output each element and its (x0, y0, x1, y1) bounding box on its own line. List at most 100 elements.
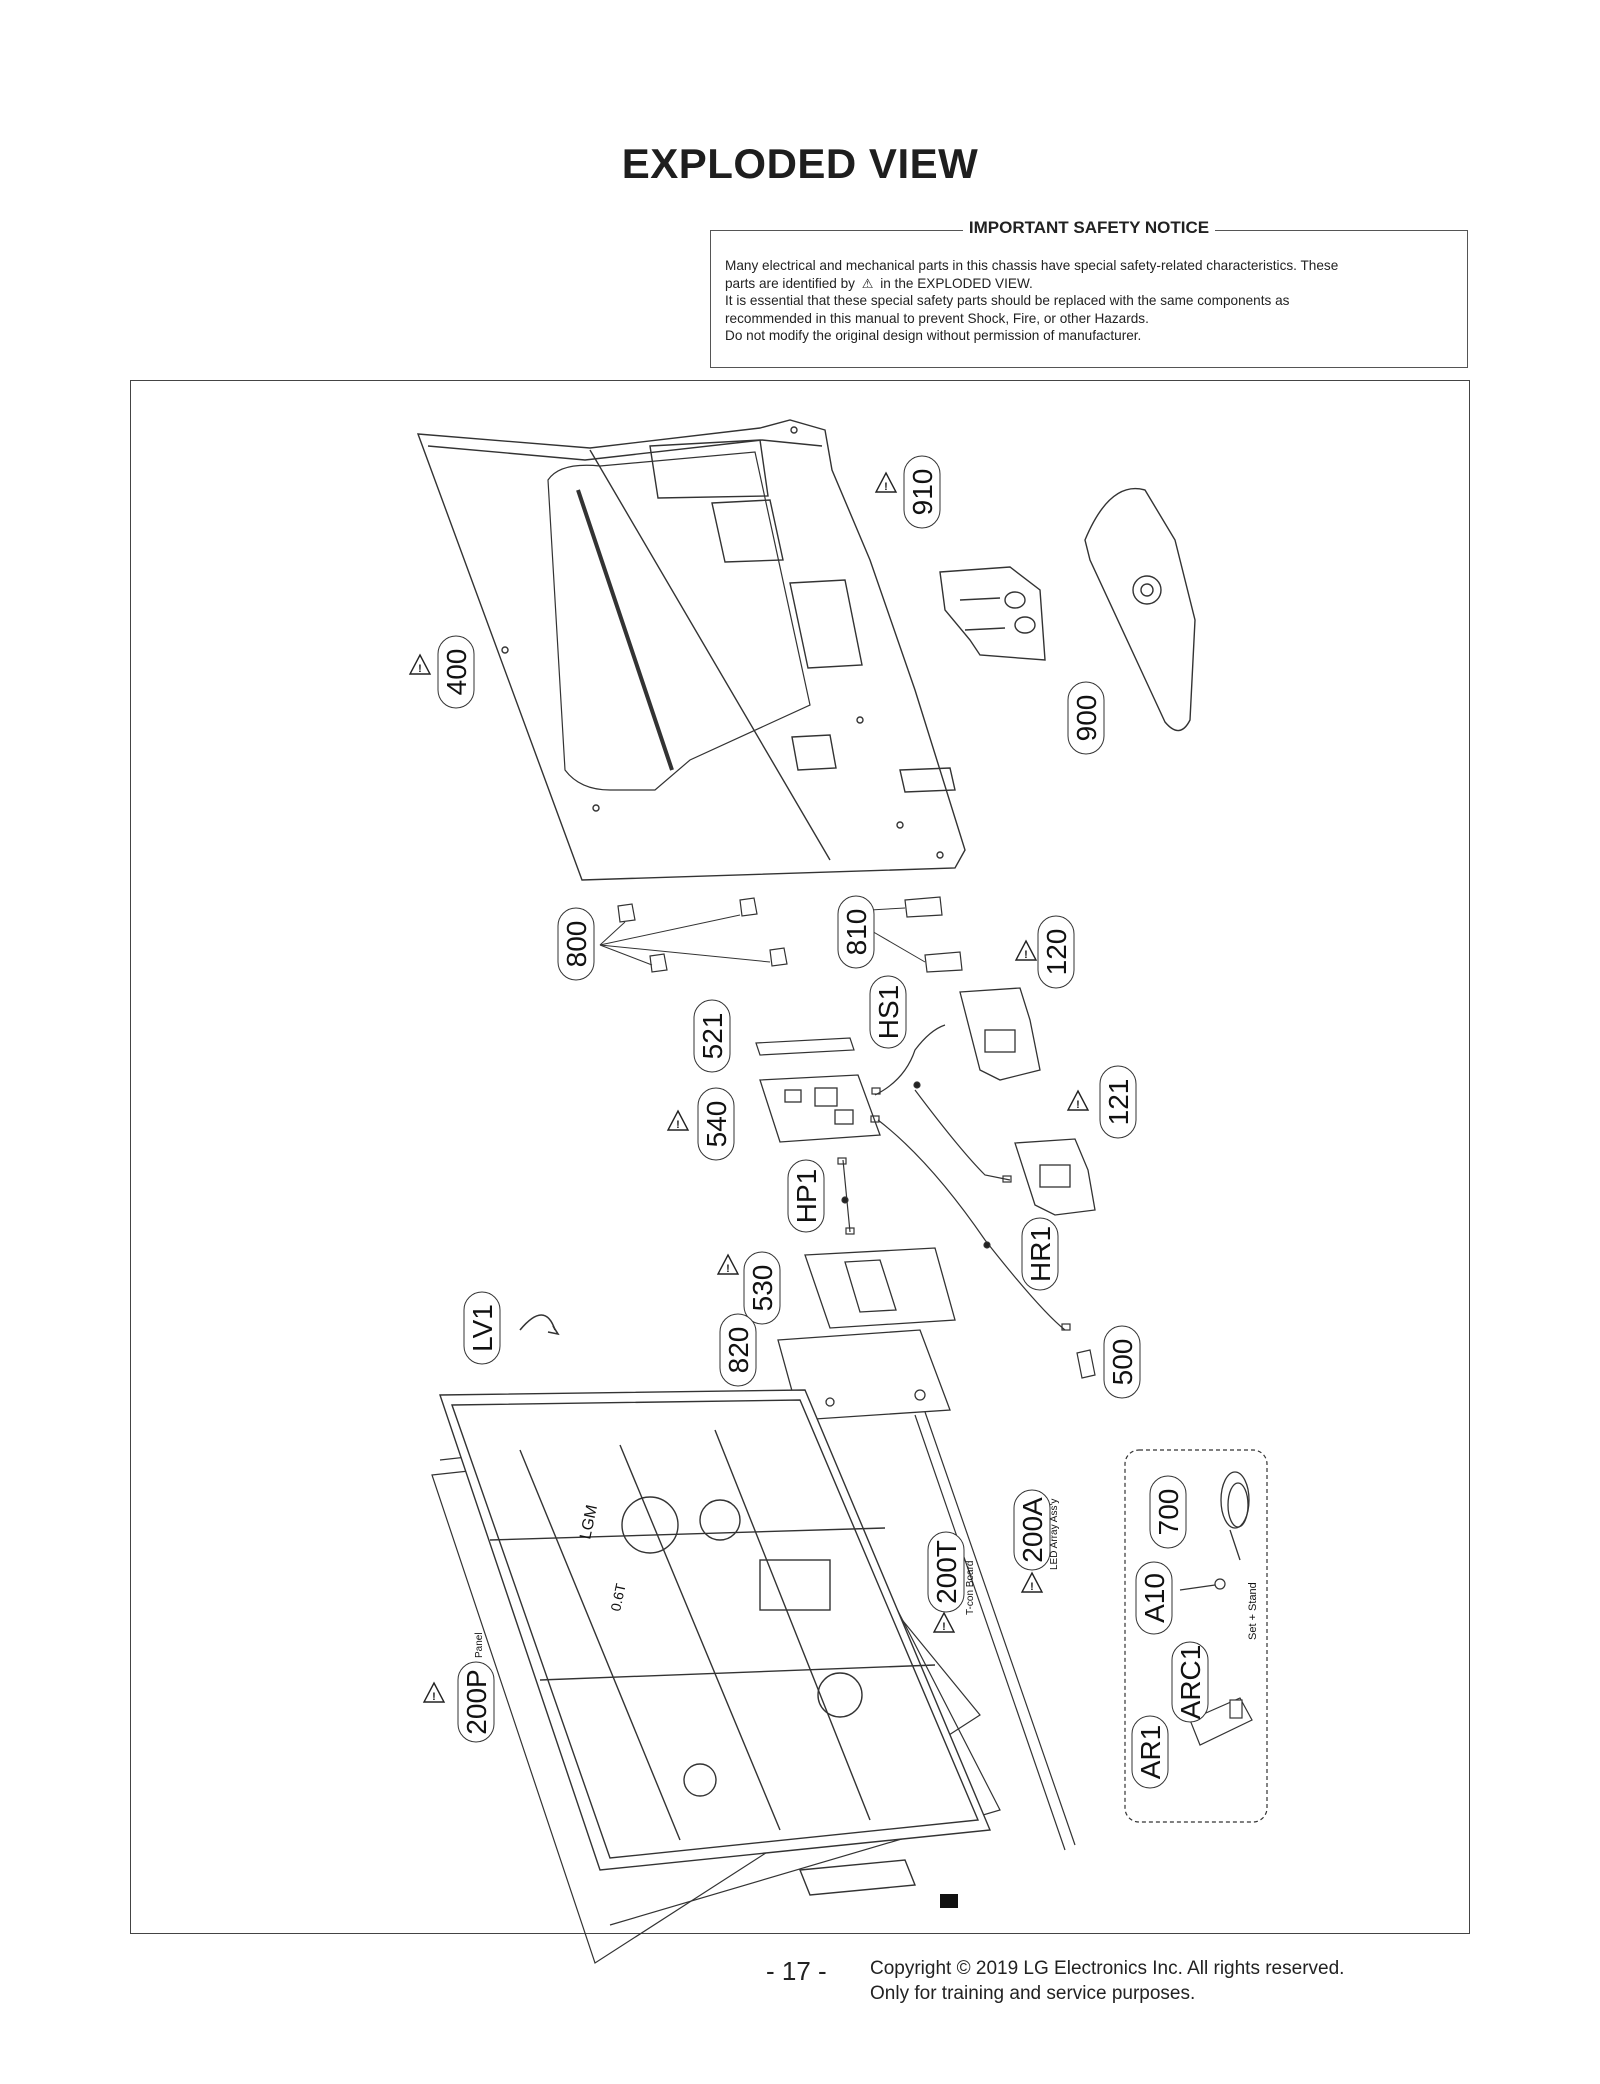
part-820: 820 (719, 1313, 757, 1387)
part-400: 400 (437, 635, 475, 709)
warning-triangle-icon (423, 1682, 445, 1704)
part-810: 810 (837, 895, 875, 969)
notice-line: recommended in this manual to prevent Sh… (725, 310, 1149, 326)
safety-notice-heading: IMPORTANT SAFETY NOTICE (962, 218, 1216, 237)
svg-text:HS1: HS1 (873, 985, 904, 1039)
svg-text:200T: 200T (931, 1540, 962, 1604)
svg-text:ARC1: ARC1 (1175, 1645, 1206, 1720)
main-board-540 (759, 1074, 881, 1143)
part-700: 700 (1149, 1475, 1187, 1549)
svg-text:521: 521 (697, 1013, 728, 1060)
warning-triangle-icon (1021, 1572, 1043, 1594)
cable-holder-521 (755, 1037, 855, 1056)
part-800: 800 (557, 907, 595, 981)
warning-triangle-icon: ⚠ (861, 275, 874, 291)
svg-text:HP1: HP1 (791, 1169, 822, 1223)
part-200p: 200P (457, 1661, 495, 1743)
ir-board-500 (1076, 1349, 1096, 1379)
warning-triangle-icon (717, 1254, 739, 1276)
speaker-121 (1014, 1138, 1096, 1216)
caption-led-array: LED Array Ass'y (1049, 1499, 1060, 1570)
part-120: 120 (1037, 915, 1075, 989)
part-arc1: ARC1 (1171, 1641, 1209, 1723)
speaker-120 (959, 987, 1041, 1081)
part-hr1: HR1 (1021, 1217, 1059, 1291)
safety-notice-heading-wrap: IMPORTANT SAFETY NOTICE (711, 218, 1467, 238)
copyright-line: Copyright © 2019 LG Electronics Inc. All… (870, 1958, 1345, 1979)
warning-triangle-icon (875, 472, 897, 494)
notice-line: Do not modify the original design withou… (725, 328, 1142, 343)
svg-text:910: 910 (907, 469, 938, 516)
svg-text:530: 530 (747, 1265, 778, 1312)
notice-line-text: in the EXPLODED VIEW. (880, 275, 1033, 291)
svg-text:810: 810 (841, 909, 872, 956)
lvds-cable-lv1 (519, 1314, 560, 1336)
page-number: - 17 - (766, 1956, 827, 1986)
part-hp1: HP1 (787, 1159, 825, 1233)
warning-triangle-icon (1067, 1090, 1089, 1112)
svg-text:820: 820 (723, 1327, 754, 1374)
svg-text:500: 500 (1107, 1339, 1138, 1386)
svg-text:400: 400 (441, 649, 472, 696)
panel-mark-lgm: LGM (577, 1503, 601, 1540)
svg-text:200A: 200A (1017, 1497, 1048, 1563)
part-a10: A10 (1135, 1561, 1173, 1635)
notice-line: It is essential that these special safet… (725, 293, 1290, 308)
footer-copyright: Copyright © 2019 LG Electronics Inc. All… (870, 1956, 1344, 2006)
brackets (617, 896, 963, 973)
notice-line-text: parts are identified by (725, 275, 855, 291)
svg-text:700: 700 (1153, 1489, 1184, 1536)
part-900: 900 (1067, 681, 1105, 755)
svg-text:200P: 200P (461, 1669, 492, 1734)
part-121: 121 (1099, 1065, 1137, 1139)
warning-triangle-icon (409, 654, 431, 676)
diagram-frame (130, 380, 1470, 1934)
panel-mark-thickness: 0.6T (607, 1581, 629, 1612)
part-540: 540 (697, 1087, 735, 1161)
purpose-line: Only for training and service purposes. (870, 1983, 1196, 2004)
caption-tcon: T-con Board (965, 1561, 976, 1615)
accessory-box (1124, 1449, 1268, 1823)
caption-set-stand: Set + Stand (1247, 1582, 1259, 1640)
power-cord-700 (1220, 1471, 1250, 1561)
stand-base (1084, 488, 1196, 732)
led-array-strip (914, 1411, 1076, 1851)
svg-text:AR1: AR1 (1135, 1725, 1166, 1779)
svg-text:120: 120 (1041, 929, 1072, 976)
svg-text:800: 800 (561, 921, 592, 968)
screw-a10 (1179, 1578, 1226, 1591)
part-labels: 910 400 900 800 810 120 HS1 521 (437, 455, 1209, 1789)
remote-control-ar1 (1189, 1697, 1253, 1746)
svg-text:900: 900 (1071, 695, 1102, 742)
bracket-leaders (599, 907, 926, 966)
warning-triangle-icon (933, 1612, 955, 1634)
back-chassis (439, 1389, 992, 1908)
safety-notice-box: IMPORTANT SAFETY NOTICE Many electrical … (710, 218, 1468, 368)
svg-text:HR1: HR1 (1025, 1226, 1056, 1282)
page-title: EXPLODED VIEW (621, 140, 979, 187)
stand-body (939, 566, 1046, 661)
svg-text:540: 540 (701, 1101, 732, 1148)
svg-text:A10: A10 (1139, 1573, 1170, 1623)
part-200t: 200T (927, 1531, 965, 1613)
cables (837, 1024, 1071, 1331)
part-ar1: AR1 (1131, 1715, 1169, 1789)
part-lv1: LV1 (463, 1291, 501, 1365)
notice-line: Many electrical and mechanical parts in … (725, 258, 1339, 273)
safety-notice-body: Many electrical and mechanical parts in … (725, 257, 1453, 345)
part-500: 500 (1103, 1325, 1141, 1399)
warning-triangle-icon (1015, 940, 1037, 962)
part-200a: 200A (1013, 1489, 1051, 1571)
notice-line: parts are identified by ⚠ in the EXPLODE… (725, 275, 1453, 293)
power-board-530 (804, 1247, 956, 1329)
caption-panel: Panel (474, 1632, 485, 1658)
part-530: 530 (743, 1251, 781, 1325)
back-cover (416, 419, 966, 881)
svg-text:121: 121 (1103, 1079, 1134, 1126)
part-521: 521 (693, 999, 731, 1073)
warning-triangle-icon (667, 1110, 689, 1132)
panel-marks: LGM 0.6T (577, 1503, 629, 1612)
part-910: 910 (903, 455, 941, 529)
part-hs1: HS1 (869, 975, 907, 1049)
